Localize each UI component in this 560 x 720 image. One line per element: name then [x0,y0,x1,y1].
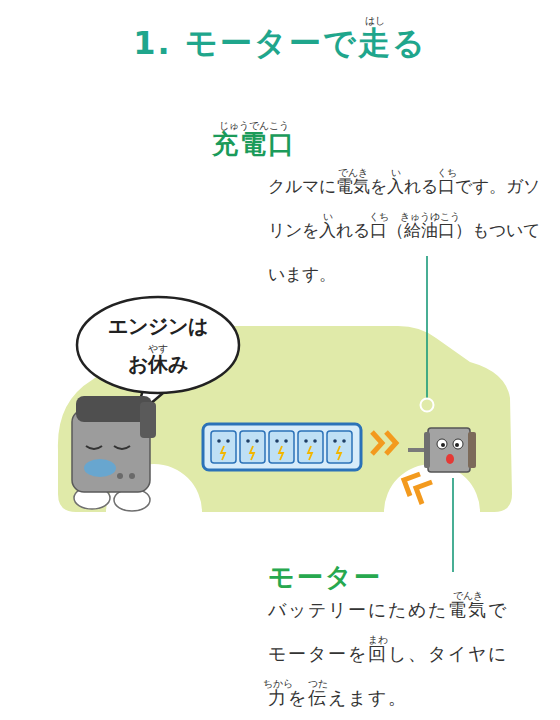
battery-cell [269,431,294,463]
motor-body [428,428,470,472]
cell-eye [304,439,308,443]
engine-block [72,410,150,492]
cell-bolt [279,446,283,460]
cell-bolt [337,446,341,460]
battery [203,424,361,470]
cell-box [298,431,323,463]
motor-end [424,432,430,468]
page-title: 1. モーターで走る [0,24,560,62]
motor-character [408,428,476,472]
leader-lines [421,256,454,572]
cell-eye [217,439,221,443]
engine-bolt [129,473,135,479]
cell-eye [246,439,250,443]
motor-end [468,432,476,468]
battery-cell [240,431,265,463]
furigana: やす [148,344,168,354]
engine-bolt [117,473,123,479]
cell-bolt [221,446,225,460]
power-chevrons [372,432,432,504]
cell-eye [342,439,346,443]
chevron [386,432,396,454]
part-heading: モーター [268,562,382,593]
motor-eye [437,439,447,449]
cell-eye [275,439,279,443]
motor-pupil [441,443,445,447]
engine-cap [140,402,156,438]
cell-box [240,431,265,463]
battery-cell [298,431,323,463]
battery-cell [211,431,236,463]
charge-port-mark [421,399,434,412]
motor-mouth [446,454,454,464]
leader-line [426,256,428,398]
part-heading: 充電口 [212,129,296,160]
motor-eye [453,439,463,449]
battery-case [203,424,361,470]
cell-eye [333,439,337,443]
cell-eye [313,439,317,443]
battery-cells [211,431,352,463]
bubble-ellipse [77,297,239,393]
cell-eye [284,439,288,443]
motor-pupil [455,443,459,447]
cell-box [269,431,294,463]
chevron [372,432,382,454]
furigana: はし [365,16,385,26]
engine-eye [86,446,102,449]
cell-box [211,431,236,463]
part-description: バッテリーにためた電気でモーターを回し、タイヤに力を伝えます。 [268,588,520,720]
cell-eye [255,439,259,443]
cell-bolt [308,446,312,460]
battery-cell [327,431,352,463]
leader-line [452,478,454,572]
cell-eye [226,439,230,443]
engine-mouth [84,459,116,477]
engine-character [72,396,156,511]
cell-box [327,431,352,463]
chevron [416,482,432,504]
part-description: クルマに電気を入れる口です。ガソリンを入れる口（給油口）もついています。 [268,164,550,296]
cell-bolt [250,446,254,460]
engine-eye [114,446,130,449]
